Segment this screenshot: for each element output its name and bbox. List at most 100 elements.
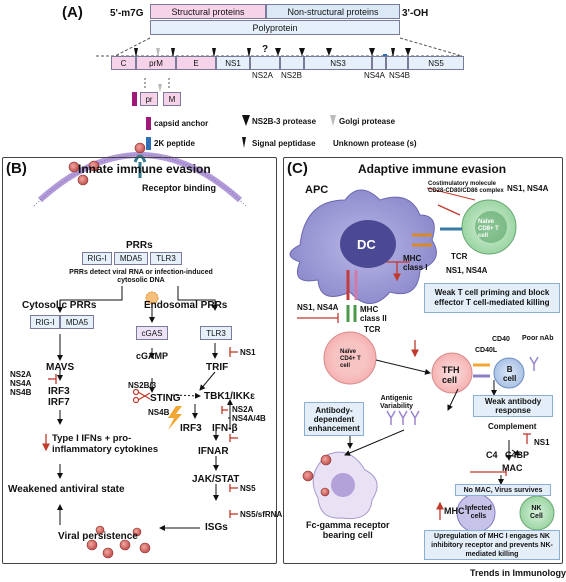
ns1-c-label: NS1 [534, 438, 550, 447]
ifnar: IFNAR [198, 446, 229, 457]
gene-ns5: NS5 [408, 56, 464, 70]
legend-ns2b3: NS2B-3 protease [252, 117, 317, 126]
dc-label: DC [357, 237, 376, 252]
unknown-protease-mark: ? [262, 44, 269, 55]
ns1-b-label: NS1 [240, 348, 256, 357]
fc-gamma-label: Fc-gamma receptor bearing cell [306, 520, 390, 540]
irf3-irf7: IRF3 IRF7 [48, 386, 70, 408]
mac-label: MAC [502, 463, 523, 473]
mavs: MAVS [46, 362, 75, 373]
three-prime-label: 3'-OH [402, 8, 429, 19]
apc-label: APC [305, 184, 329, 196]
isgs: ISGs [205, 522, 228, 533]
m-fragment: M [163, 92, 181, 106]
ns5-label: NS5 [240, 484, 256, 493]
gene-prm: prM [136, 56, 176, 70]
weak-antibody-box: Weak antibody response [473, 395, 553, 417]
panel-b [2, 157, 277, 564]
cd40l-label: CD40L [475, 347, 498, 354]
ns1-ns4a-mid: NS1, NS4A [446, 266, 488, 275]
ade-box: Antibody-dependent enhancement [304, 402, 364, 436]
gene-ns2b-label: NS2B [281, 71, 302, 80]
polyprotein-box: Polyprotein [150, 20, 400, 35]
footer-journal: Trends in Immunology [470, 568, 566, 578]
gene-ns4b-label: NS4B [389, 71, 410, 80]
pr-fragment: pr [140, 92, 158, 106]
weak-t-cell-box: Weak T cell priming and block effector T… [424, 283, 560, 313]
b-cell-label: B cell [503, 365, 517, 383]
panel-b-label: (B) [6, 160, 27, 177]
costim-label: Costimulatory molecule CD28-CD80/CD86 co… [428, 181, 504, 194]
gene-ns2a-box [250, 56, 280, 70]
tfh-label: TFH cell [442, 365, 460, 385]
ns1-ns4a-left: NS1, NS4A [297, 303, 339, 312]
ns4b-label: NS4B [148, 408, 170, 417]
rig-i-box: RIG-I [30, 315, 60, 329]
viral-persistence: Viral persistence [58, 531, 138, 542]
prr-detect-text: PRRs detect viral RNA or infection-induc… [69, 269, 213, 284]
mavs-inhibitors: NS2A NS4A NS4B [10, 370, 32, 397]
gene-c: C [111, 56, 136, 70]
weakened-antiviral: Weakened antiviral state [8, 484, 125, 495]
gene-ns2b-box [280, 56, 304, 70]
legend-capsid: capsid anchor [154, 119, 209, 128]
receptor-binding: Receptor binding [142, 183, 216, 193]
jak-stat: JAK/STAT [192, 474, 240, 485]
prr-mda5: MDA5 [114, 252, 148, 265]
gene-ns3: NS3 [304, 56, 372, 70]
ns2a-ns4a4b: NS2A NS4A/4B [232, 405, 266, 423]
ifn-beta: IFN-β [212, 423, 238, 434]
mhc-class-ii: MHC class II [360, 305, 387, 323]
tcr-bottom: TCR [364, 325, 381, 334]
infected-cells-label: Infected cells [465, 505, 492, 520]
prrs-heading: PRRs [126, 240, 153, 251]
complement-label: Complement [488, 422, 537, 431]
antigenic-variability: Antigenic Variability [380, 395, 414, 410]
five-prime-label: 5'-m7G [110, 8, 144, 19]
no-mac-box: No MAC, Virus survives [455, 484, 551, 496]
c4-label: C4 [486, 450, 498, 460]
mhc-i-label: MHC I [444, 506, 470, 516]
legend-2k: 2K peptide [154, 139, 195, 148]
nk-cell-label: NK Cell [530, 505, 543, 520]
gene-ns2a-label: NS2A [252, 71, 273, 80]
mhc-class-i: MHC class I [403, 254, 428, 272]
cgas-box: cGAS [136, 326, 168, 340]
endosomal-prrs: Endosomal PRRs [144, 300, 228, 311]
ns1-ns4a-top: NS1, NS4A [507, 184, 549, 193]
ns2b3-label: NS2B/3 [128, 381, 157, 390]
tbk1-ikke: TBK1/IKKε [204, 391, 255, 402]
c4bp-label: C4BP [505, 450, 530, 460]
gene-e: E [176, 56, 216, 70]
legend-signal: Signal peptidase [252, 139, 316, 148]
tlr3-box: TLR3 [200, 326, 232, 340]
poor-nab-label: Poor nAb [522, 335, 554, 342]
prr-rig-i: RIG-I [82, 252, 112, 265]
structural-proteins-box: Structural proteins [150, 4, 266, 19]
panel-c-title: Adaptive immune evasion [358, 162, 507, 176]
upregulation-box: Upregulation of MHC I engages NK inhibit… [424, 530, 560, 560]
panel-c-label: (C) [287, 160, 308, 177]
ns5-sfrna: NS5/sfRNA [240, 510, 283, 519]
type1-ifns: Type I IFNs + pro-inflammatory cytokines [52, 433, 159, 455]
tcr-top: TCR [451, 252, 468, 261]
gene-ns4a-label: NS4A [364, 71, 385, 80]
nonstructural-proteins-box: Non-structural proteins [266, 4, 400, 19]
panel-b-title: Innate immune evasion [78, 162, 211, 176]
irf3: IRF3 [180, 423, 202, 434]
legend-unknown: Unknown protease (s) [333, 139, 417, 148]
panel-a-label: (A) [62, 4, 83, 21]
naive-cd8-label: Naïve CD8+ T cell [478, 219, 499, 239]
gene-ns1: NS1 [216, 56, 250, 70]
cd40-label: CD40 [492, 336, 510, 343]
naive-cd4-label: Naïve CD4+ T cell [340, 349, 361, 369]
legend-golgi: Golgi protease [339, 117, 396, 126]
panel-c [283, 157, 563, 564]
mda5-box: MDA5 [60, 315, 94, 329]
gene-ns4b-box [386, 56, 408, 70]
gene-ns4a-box [372, 56, 386, 70]
sting: STING [150, 393, 181, 404]
cytosolic-prrs: Cytosolic PRRs [22, 300, 97, 311]
prr-tlr3: TLR3 [150, 252, 182, 265]
